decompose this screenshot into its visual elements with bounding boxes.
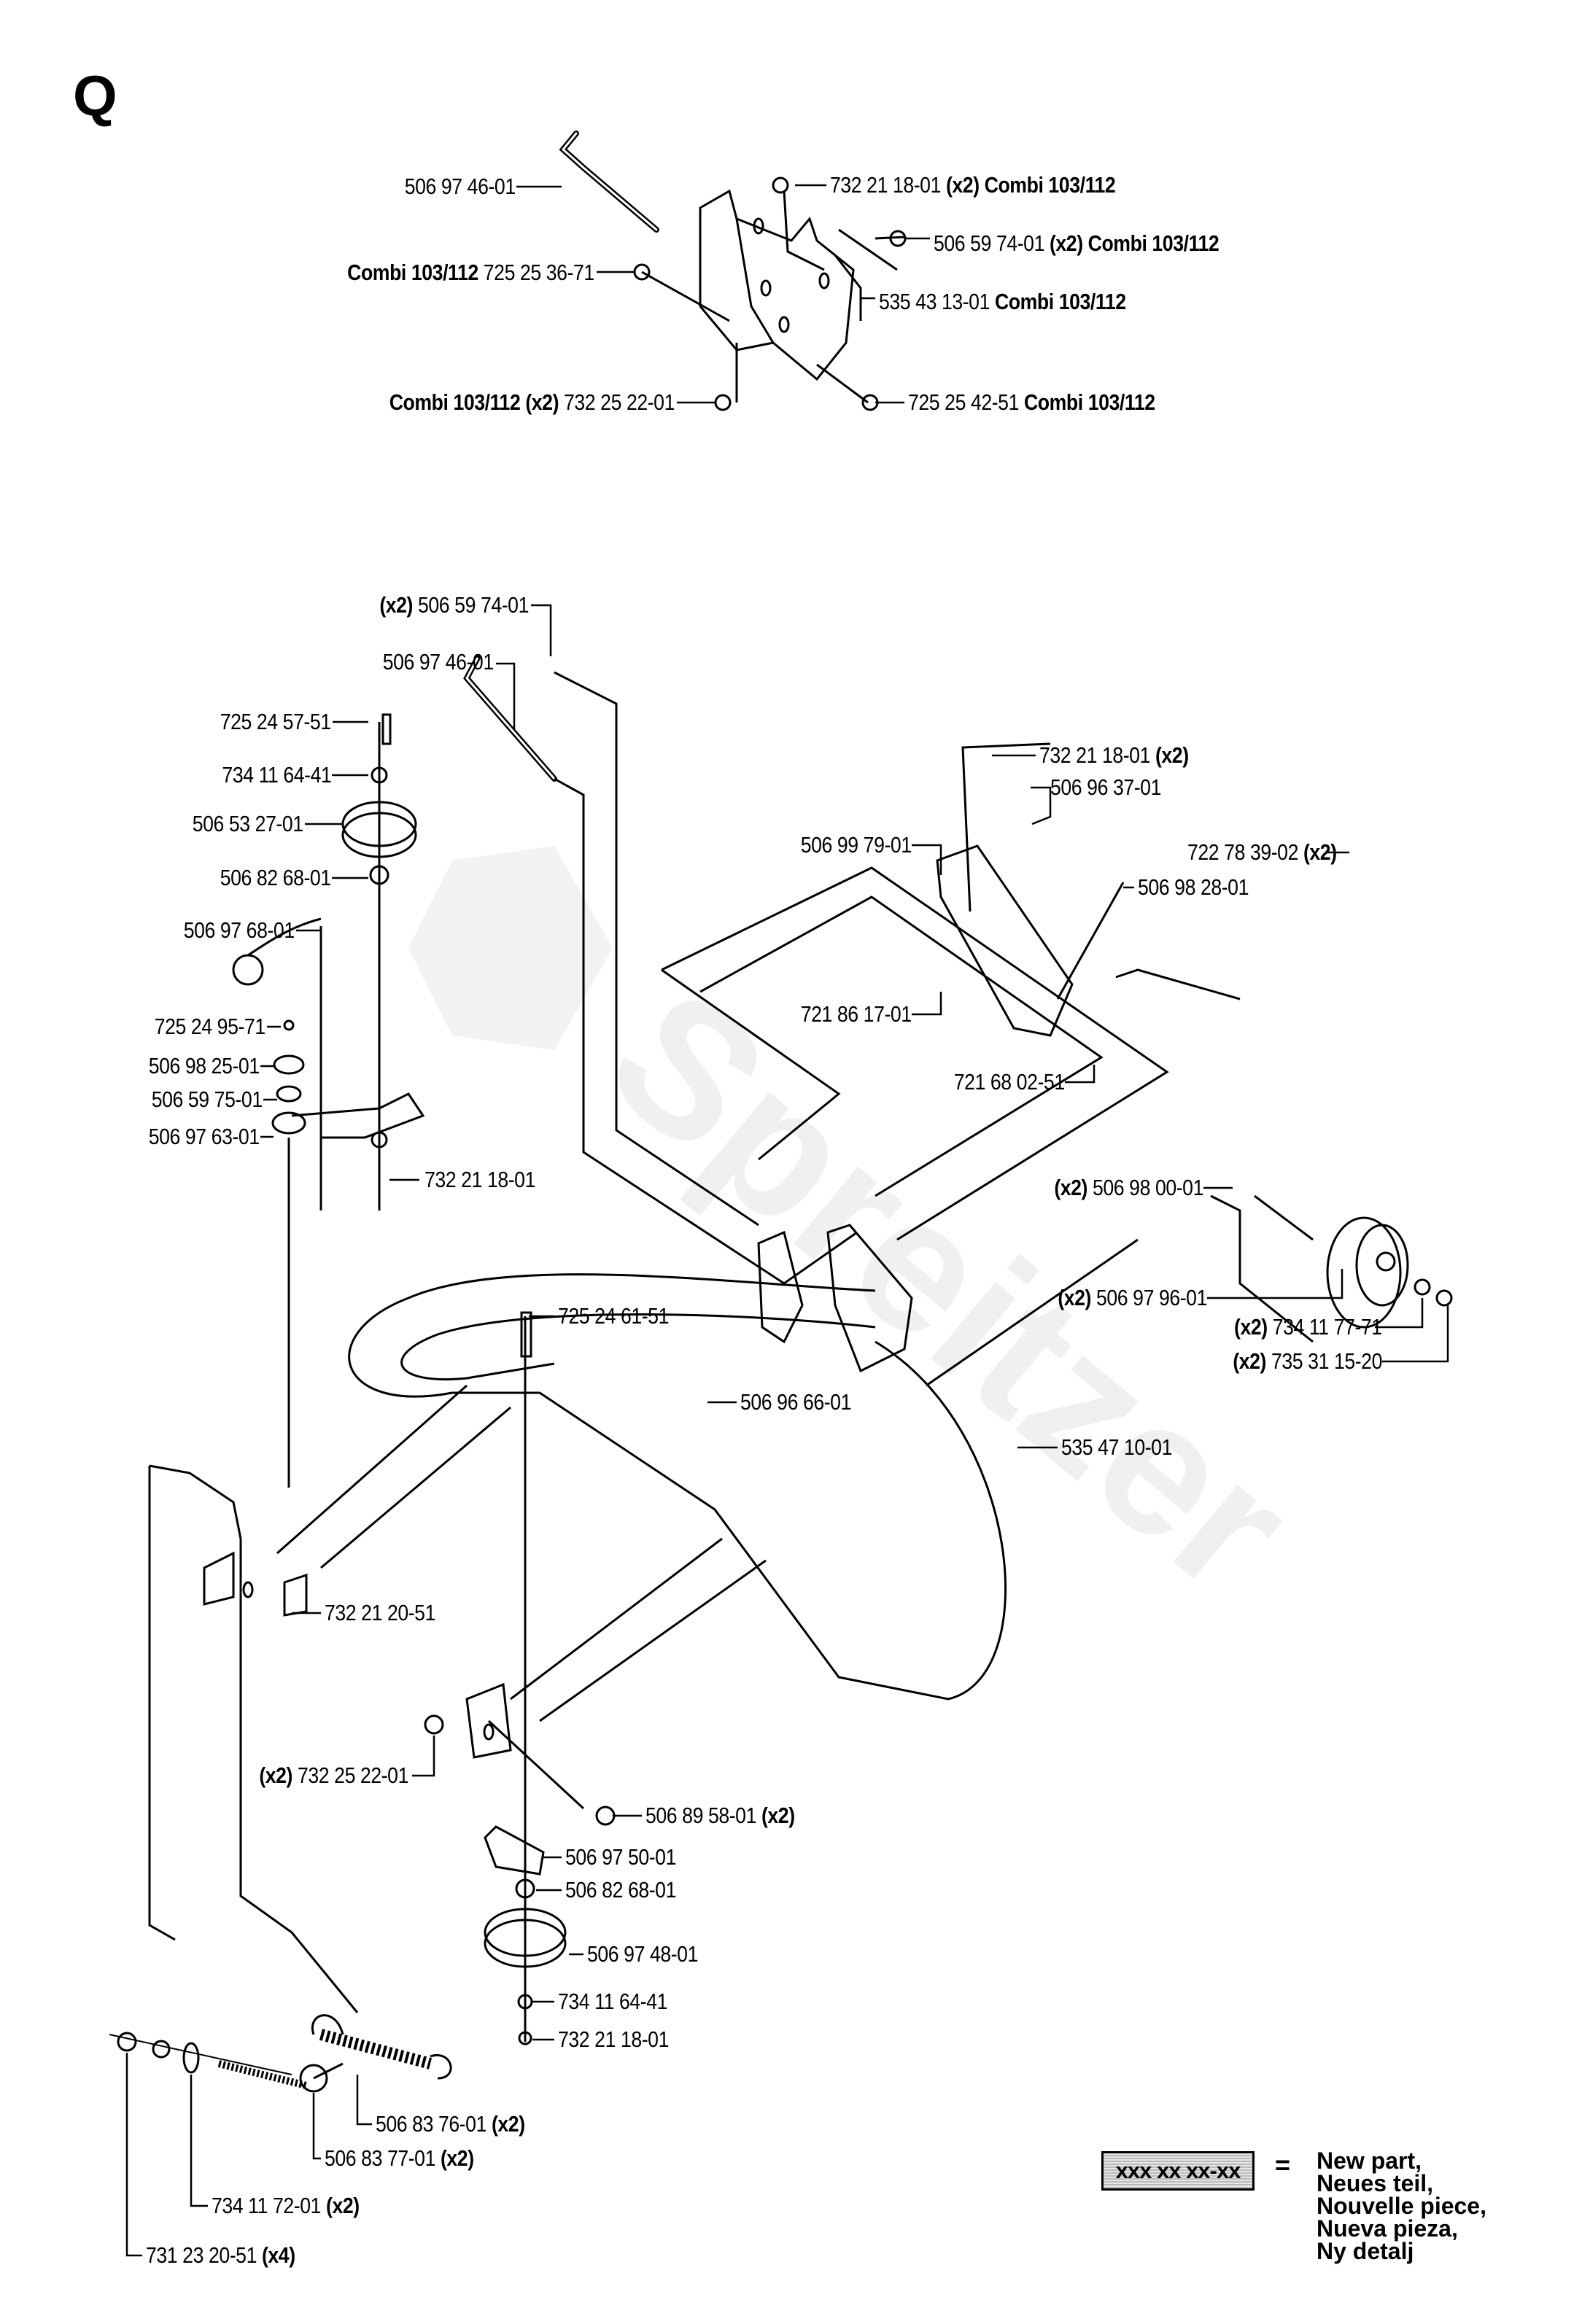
center-pulley-stack (424, 1311, 616, 2045)
legend-meaning-en: New part, (1317, 2148, 1422, 2174)
part-label[interactable]: 506 96 37-01 (1050, 774, 1161, 800)
part-label[interactable]: 725 24 61-51 (558, 1303, 669, 1329)
part-label[interactable]: 506 99 79-01 (801, 832, 912, 858)
upper-bracket (757, 742, 1241, 1387)
part-label[interactable]: 734 11 64-41 (221, 762, 331, 788)
part-label[interactable]: 506 96 66-01 (740, 1389, 851, 1415)
wheel-assembly (1210, 1194, 1453, 1343)
part-label[interactable]: 725 24 95-71 (155, 1014, 265, 1039)
part-label[interactable]: 732 21 18-01 (424, 1167, 535, 1192)
part-label[interactable]: 725 25 42-51 Combi 103/112 (908, 389, 1155, 415)
handle-frame (203, 1273, 1007, 1759)
legend-meaning-es: Nueva pieza, (1317, 2215, 1458, 2242)
part-label[interactable]: 506 82 68-01 (565, 1877, 676, 1903)
part-label[interactable]: (x2) 506 97 96-01 (1058, 1285, 1207, 1310)
part-label[interactable]: 732 21 18-01 (x2) (1039, 742, 1189, 768)
part-label[interactable]: 734 11 64-41 (558, 1989, 668, 2014)
part-label[interactable]: 731 23 20-51 (x4) (146, 2242, 295, 2268)
legend-meanings: New part, Neues teil, Nouvelle piece, Nu… (1317, 2148, 1486, 2264)
part-label[interactable]: 506 83 77-01 (x2) (325, 2145, 474, 2171)
lever-rod (463, 655, 858, 1285)
part-label[interactable]: 732 21 18-01 (x2) Combi 103/112 (830, 172, 1116, 198)
part-label[interactable]: 506 97 68-01 (184, 917, 295, 943)
part-label[interactable]: 732 21 20-51 (325, 1600, 435, 1625)
part-label[interactable]: (x2) 735 31 15-20 (1233, 1348, 1382, 1374)
new-part-sample-box: xxx xx xx-xx (1101, 2151, 1255, 2191)
legend-equals: = (1275, 2150, 1291, 2180)
legend-meaning-de: Neues teil, (1317, 2170, 1434, 2196)
part-label[interactable]: 506 97 50-01 (565, 1844, 676, 1870)
part-label[interactable]: (x2) 506 98 00-01 (1054, 1175, 1203, 1200)
part-label[interactable]: 732 21 18-01 (558, 2026, 669, 2052)
part-label[interactable]: 506 97 48-01 (587, 1941, 698, 1967)
part-label[interactable]: 535 47 10-01 (1061, 1434, 1172, 1460)
watermark-logo: Spreitzer (408, 846, 1330, 1633)
part-label[interactable]: 506 98 25-01 (149, 1053, 260, 1079)
part-label[interactable]: 535 43 13-01 Combi 103/112 (879, 289, 1126, 314)
part-label[interactable]: 721 68 02-51 (954, 1069, 1065, 1095)
part-label[interactable]: 506 98 28-01 (1138, 874, 1249, 900)
part-label[interactable]: 506 59 75-01 (152, 1087, 263, 1112)
part-label[interactable]: (x2) 732 25 22-01 (259, 1763, 408, 1788)
watermark-text: Spreitzer (571, 949, 1329, 1633)
part-label[interactable]: 506 83 76-01 (x2) (376, 2111, 525, 2137)
part-label[interactable]: 506 89 58-01 (x2) (645, 1803, 795, 1828)
part-label[interactable]: 725 24 57-51 (220, 709, 331, 734)
part-label[interactable]: (x2) 734 11 77-71 (1234, 1314, 1382, 1340)
section-letter: Q (73, 63, 117, 128)
belt-outline (148, 1464, 359, 2013)
part-label[interactable]: 722 78 39-02 (x2) (1187, 839, 1337, 865)
part-label[interactable]: 506 82 68-01 (220, 865, 331, 890)
part-label[interactable]: (x2) 506 59 74-01 (379, 592, 529, 618)
part-label[interactable]: 734 11 72-01 (x2) (212, 2193, 360, 2218)
part-label[interactable]: 506 53 27-01 (193, 811, 303, 836)
part-label[interactable]: Combi 103/112 725 25 36-71 (347, 260, 594, 285)
legend-meaning-sv: Ny detalj (1317, 2238, 1414, 2264)
part-label[interactable]: 506 97 46-01 (405, 174, 516, 199)
part-label[interactable]: 506 59 74-01 (x2) Combi 103/112 (934, 230, 1220, 256)
leader-lines (125, 184, 1449, 2257)
part-label[interactable]: 506 97 63-01 (149, 1124, 260, 1149)
left-pulley-stack (232, 713, 425, 1488)
spring-tensioner (109, 2014, 452, 2093)
top-bracket-assembly (559, 131, 907, 411)
legend-meaning-fr: Nouvelle piece, (1317, 2193, 1486, 2219)
part-label[interactable]: 721 86 17-01 (801, 1001, 912, 1027)
part-label[interactable]: 506 97 46-01 (383, 649, 494, 675)
part-label[interactable]: Combi 103/112 (x2) 732 25 22-01 (389, 389, 675, 415)
